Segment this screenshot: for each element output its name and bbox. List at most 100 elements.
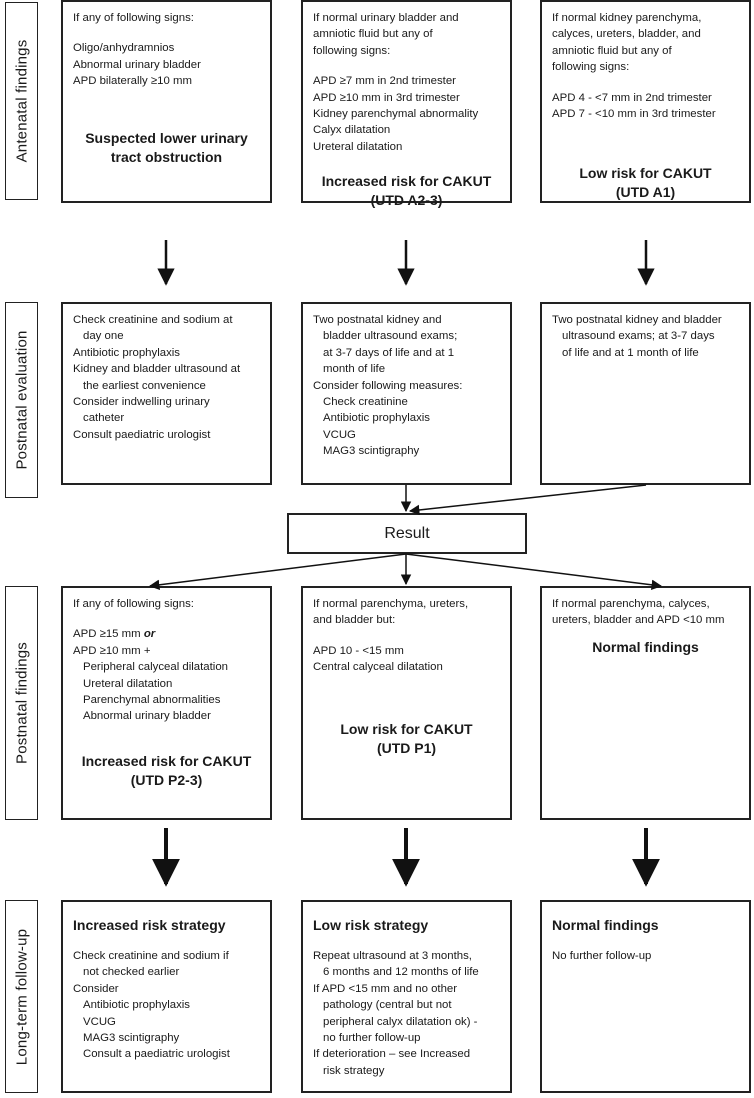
box-text: catheter [83, 412, 125, 425]
box-text: ultrasound exams; at 3-7 days [562, 330, 715, 343]
box-text: Consider [73, 982, 119, 995]
box-text: Parenchymal abnormalities [83, 694, 221, 707]
stage-long-term: Long-term follow-up [5, 900, 38, 1093]
box-title: Suspected lower urinary tract obstructio… [85, 130, 248, 165]
evaluation-box-low-risk: Two postnatal kidney and bladder ultraso… [540, 302, 751, 485]
box-text: at 3-7 days of life and at 1 [323, 346, 455, 359]
stage-antenatal: Antenatal findings [5, 2, 38, 200]
box-text: Oligo/anhydramnios [73, 42, 175, 55]
followup-box-low-risk: Low risk strategy Repeat ultrasound at 3… [301, 900, 512, 1093]
box-text: Two postnatal kidney and bladder [552, 314, 722, 326]
box-title: Normal findings [592, 639, 699, 655]
box-text: not checked earlier [83, 966, 180, 979]
box-text: Check creatinine [323, 396, 408, 409]
box-text: Check creatinine and sodium at [73, 314, 233, 326]
arrow-result-to-findings-right [405, 553, 663, 591]
box-text: MAG3 scintigraphy [83, 1032, 180, 1045]
box-text: If deterioration – see Increased [313, 1048, 471, 1061]
followup-box-normal: Normal findings No further follow-up [540, 900, 751, 1093]
findings-box-normal: If normal parenchyma, calyces, ureters, … [540, 586, 751, 820]
box-text: following signs: [552, 61, 630, 74]
box-text: Antibiotic prophylaxis [73, 346, 180, 359]
box-text: following signs: [313, 44, 391, 57]
box-text: Kidney parenchymal abnormality [313, 108, 479, 121]
box-text: Consult paediatric urologist [73, 428, 211, 441]
result-label: Result [384, 524, 430, 542]
box-text: No further follow-up [552, 950, 652, 962]
box-text: APD ≥7 mm in 2nd trimester [313, 75, 456, 88]
box-text: risk strategy [323, 1064, 385, 1077]
box-text: ureters, bladder and APD <10 mm [552, 614, 725, 627]
box-text: APD 7 - <10 mm in 3rd trimester [552, 108, 716, 121]
box-text: amniotic fluid but any of [313, 28, 433, 41]
box-text: VCUG [323, 428, 356, 441]
box-text: Consider following measures: [313, 379, 463, 392]
box-text: If normal kidney parenchyma, [552, 12, 702, 24]
box-text: no further follow-up [323, 1032, 421, 1045]
box-text: Check creatinine and sodium if [73, 950, 229, 962]
box-title: Increased risk strategy [73, 917, 226, 933]
box-text: Abnormal urinary bladder [83, 710, 211, 723]
box-text: If any of following signs: [73, 598, 194, 610]
box-text: APD ≥10 mm + [73, 644, 151, 657]
antenatal-box-increased-risk: If normal urinary bladder and amniotic f… [301, 0, 512, 208]
box-text: Kidney and bladder ultrasound at [73, 363, 241, 376]
box-text: the earliest convenience [83, 379, 206, 392]
box-text: peripheral calyx dilatation ok) - [323, 1015, 478, 1028]
box-text: calyces, ureters, bladder, and [552, 28, 701, 41]
stage-postnatal-findings: Postnatal findings [5, 586, 38, 820]
box-text: Consult a paediatric urologist [83, 1048, 230, 1061]
box-text: Ureteral dilatation [313, 140, 403, 153]
box-text: APD ≥10 mm in 3rd trimester [313, 91, 460, 104]
box-text: Antibiotic prophylaxis [323, 412, 430, 425]
box-title: Low risk for CAKUT (UTD P1) [340, 721, 473, 756]
box-text: APD bilaterally ≥10 mm [73, 75, 192, 88]
arrow-evaluation-to-result-right [408, 484, 647, 516]
antenatal-box-low-risk: If normal kidney parenchyma, calyces, ur… [540, 0, 751, 203]
box-text: bladder ultrasound exams; [323, 330, 458, 343]
box-text: amniotic fluid but any of [552, 44, 672, 57]
box-text: Abnormal urinary bladder [73, 58, 201, 71]
box-text: of life and at 1 month of life [562, 346, 699, 359]
or-text: or [143, 628, 156, 641]
box-title: Increased risk for CAKUT (UTD A2-3) [321, 173, 492, 208]
box-text: APD ≥15 mm or [73, 626, 260, 642]
evaluation-box-lower-tract: Check creatinine and sodium at day one A… [61, 302, 272, 485]
followup-box-increased-risk: Increased risk strategy Check creatinine… [61, 900, 272, 1093]
apd-15-text: APD ≥15 mm [73, 628, 141, 641]
findings-box-increased-risk: If any of following signs: APD ≥15 mm or… [61, 586, 272, 820]
box-title: Low risk for CAKUT (UTD A1) [579, 165, 712, 200]
box-text: Repeat ultrasound at 3 months, [313, 950, 472, 962]
box-text: If normal parenchyma, calyces, [552, 598, 710, 610]
box-text: Antibiotic prophylaxis [83, 999, 190, 1012]
box-title: Normal findings [552, 917, 659, 933]
stage-postnatal-evaluation: Postnatal evaluation [5, 302, 38, 498]
box-text: pathology (central but not [323, 999, 452, 1012]
box-text: If normal urinary bladder and [313, 12, 459, 24]
findings-box-low-risk: If normal parenchyma, ureters, and bladd… [301, 586, 512, 820]
box-text: Calyx dilatation [313, 124, 391, 137]
box-text: VCUG [83, 1015, 116, 1028]
box-text: Peripheral calyceal dilatation [83, 661, 228, 674]
box-text: MAG3 scintigraphy [323, 445, 420, 458]
box-title: Increased risk for CAKUT (UTD P2-3) [81, 753, 252, 788]
box-text: If any of following signs: [73, 12, 194, 24]
antenatal-box-lower-tract: If any of following signs: Oligo/anhydra… [61, 0, 272, 203]
result-box: Result [287, 513, 527, 554]
box-text: Ureteral dilatation [83, 677, 173, 690]
box-text: and bladder but: [313, 614, 396, 627]
box-title: Low risk strategy [313, 917, 429, 933]
box-text: APD 10 - <15 mm [313, 644, 404, 657]
box-text: If normal parenchyma, ureters, [313, 598, 469, 610]
arrow-result-to-findings-left [148, 553, 407, 591]
box-text: day one [83, 330, 124, 343]
box-text: Central calyceal dilatation [313, 661, 443, 674]
box-text: Two postnatal kidney and [313, 314, 442, 326]
box-text: APD 4 - <7 mm in 2nd trimester [552, 91, 712, 104]
box-text: If APD <15 mm and no other [313, 982, 458, 995]
box-text: month of life [323, 363, 386, 376]
box-text: Consider indwelling urinary [73, 396, 210, 409]
evaluation-box-increased-risk: Two postnatal kidney and bladder ultraso… [301, 302, 512, 485]
box-text: 6 months and 12 months of life [323, 966, 479, 979]
